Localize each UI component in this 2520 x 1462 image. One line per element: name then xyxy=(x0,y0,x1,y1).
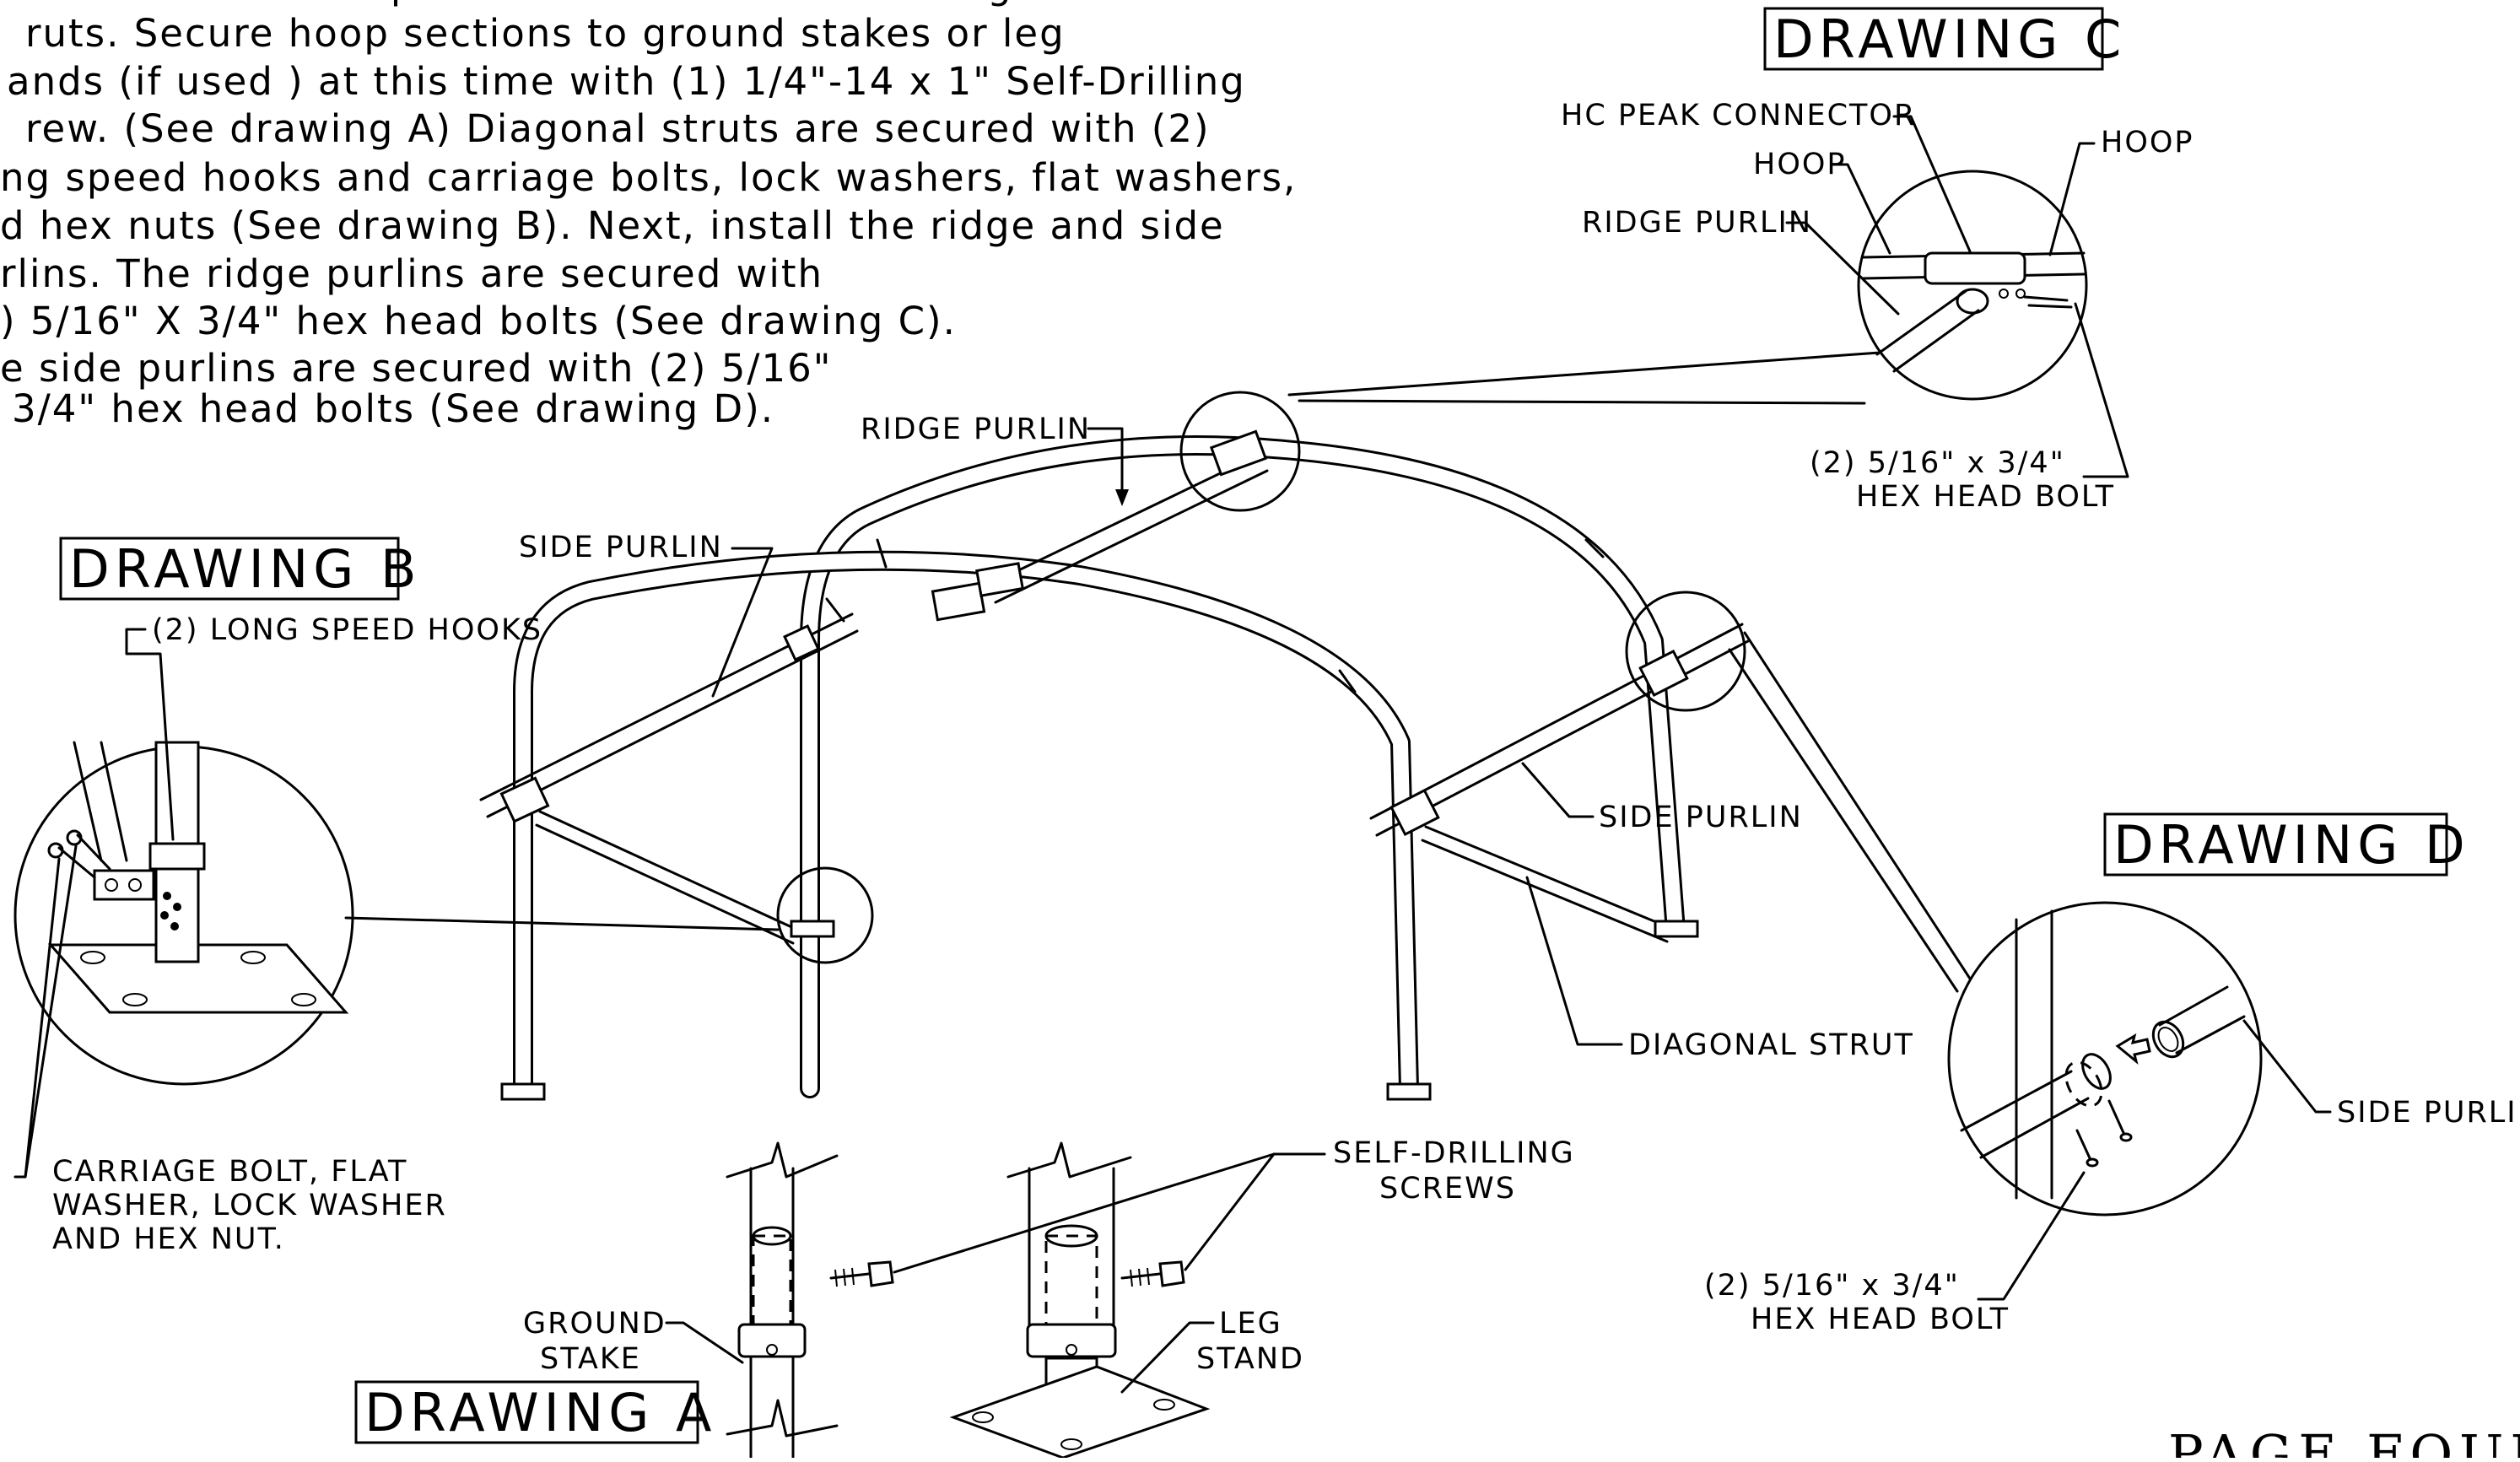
instruction-line: ng speed hooks and carriage bolts, lock … xyxy=(0,155,1297,200)
drawing-a: SELF-DRILLING SCREWS GROUND STAKE LEG ST… xyxy=(354,1136,1575,1459)
instruction-line: ise the first 2 hoop sections and instal… xyxy=(25,0,1101,8)
foot-plate xyxy=(790,920,835,938)
instruction-line: ) 5/16" X 3/4" hex head bolts (See drawi… xyxy=(0,299,957,343)
drawing-a-title: DRAWING A xyxy=(364,1382,716,1443)
detail-c-circle xyxy=(1857,170,2088,401)
detail-circle-d-ref xyxy=(1625,591,1746,712)
callout-diagonal-strut: DIAGONAL STRUT xyxy=(1628,1028,1914,1062)
instruction-line: ands (if used ) at this time with (1) 1/… xyxy=(7,59,1246,104)
drawing-c-title: DRAWING C xyxy=(1773,8,2126,70)
diagonal-struts xyxy=(535,810,1672,945)
callout-side-purlin-left: SIDE PURLIN xyxy=(519,531,723,564)
instruction-line: e side purlins are secured with (2) 5/16… xyxy=(0,346,832,391)
drawing-c-title-box xyxy=(1763,7,2104,71)
drawing-b: DRAWING B (2) LONG SPEED HOOKS CARRIAGE … xyxy=(13,537,780,1256)
detail-d-leader xyxy=(1743,631,1972,980)
callout-hex-bolt-d-1: (2) 5/16" x 3/4" xyxy=(1704,1269,1960,1303)
callout-self-drilling-2: SCREWS xyxy=(1379,1172,1516,1206)
callout-ground-stake-1: GROUND xyxy=(523,1307,666,1341)
instruction-line: rlins. The ridge purlins are secured wit… xyxy=(0,251,823,296)
drawing-b-title-box xyxy=(59,537,400,601)
leg-stand xyxy=(949,1141,1211,1459)
main-frame xyxy=(479,391,1750,1101)
detail-circle-b-ref xyxy=(776,866,874,964)
instruction-line: 3/4" hex head bolts (See drawing D). xyxy=(12,386,774,431)
drawing-a-title-box xyxy=(354,1380,699,1444)
callout-hex-bolt-d-2: HEX HEAD BOLT xyxy=(1751,1303,2010,1336)
detail-c-leader xyxy=(1298,399,1866,405)
drawing-d-title-box xyxy=(2103,812,2448,877)
callout-leg-stand-2: STAND xyxy=(1196,1342,1304,1376)
ground-stake xyxy=(726,1141,839,1459)
callout-long-speed-hooks: (2) LONG SPEED HOOKS xyxy=(152,613,542,647)
main-callouts: RIDGE PURLIN SIDE PURLIN SIDE PURLIN DIA… xyxy=(519,413,1914,1062)
drawing-d-title: DRAWING D xyxy=(2113,814,2470,876)
callout-ground-stake-2: STAKE xyxy=(540,1342,641,1376)
callout-leg-stand-1: LEG xyxy=(1219,1307,1282,1341)
detail-d-circle xyxy=(1947,901,2263,1217)
callout-carriage-bolt-1: CARRIAGE BOLT, FLAT xyxy=(52,1155,407,1189)
foot-plate xyxy=(1386,1082,1432,1101)
page-label: PAGE FOUR xyxy=(2168,1423,2520,1458)
drawing-c: DRAWING C HC PEAK CONNECTOR HOOP HOOP RI… xyxy=(1287,7,2194,514)
callout-side-purlin-right: SIDE PURLIN xyxy=(1599,801,1803,834)
callout-hex-bolt-c-1: (2) 5/16" x 3/4" xyxy=(1810,446,2065,480)
foot-plate xyxy=(1654,920,1699,938)
callout-hc-peak-connector: HC PEAK CONNECTOR xyxy=(1561,99,1916,132)
instruction-line: ruts. Secure hoop sections to ground sta… xyxy=(25,11,1066,56)
callout-ridge-purlin: RIDGE PURLIN xyxy=(861,413,1091,446)
instruction-line: rew. (See drawing A) Diagonal struts are… xyxy=(25,106,1211,151)
self-drilling-screw xyxy=(829,1260,894,1287)
foot-plate xyxy=(500,1082,546,1101)
drawing-b-title: DRAWING B xyxy=(69,538,422,600)
callout-self-drilling-1: SELF-DRILLING xyxy=(1333,1136,1575,1170)
instruction-text: ise the first 2 hoop sections and instal… xyxy=(0,0,1297,431)
detail-b-leader xyxy=(344,916,780,931)
callout-ridge-purlin-c: RIDGE PURLIN xyxy=(1582,206,1812,240)
callout-side-purlin-d: SIDE PURLIN xyxy=(2337,1096,2520,1130)
callout-hoop-c-left: HOOP xyxy=(1753,148,1847,181)
side-purlin-left xyxy=(479,612,859,823)
side-purlin-right xyxy=(1369,623,1750,837)
drawing-d: DRAWING D SIDE PURLIN (2) 5/16" x 3/4" H… xyxy=(1704,631,2520,1336)
detail-circle-c-ref xyxy=(1179,391,1301,512)
ridge-purlin xyxy=(931,429,1269,622)
callout-carriage-bolt-2: WASHER, LOCK WASHER xyxy=(52,1189,447,1222)
self-drilling-screw xyxy=(1120,1260,1185,1287)
callout-hoop-c-right: HOOP xyxy=(2101,126,2194,159)
instruction-line: d hex nuts (See drawing B). Next, instal… xyxy=(0,203,1225,248)
callout-hex-bolt-c-2: HEX HEAD BOLT xyxy=(1856,480,2115,514)
callout-carriage-bolt-3: AND HEX NUT. xyxy=(52,1222,285,1256)
